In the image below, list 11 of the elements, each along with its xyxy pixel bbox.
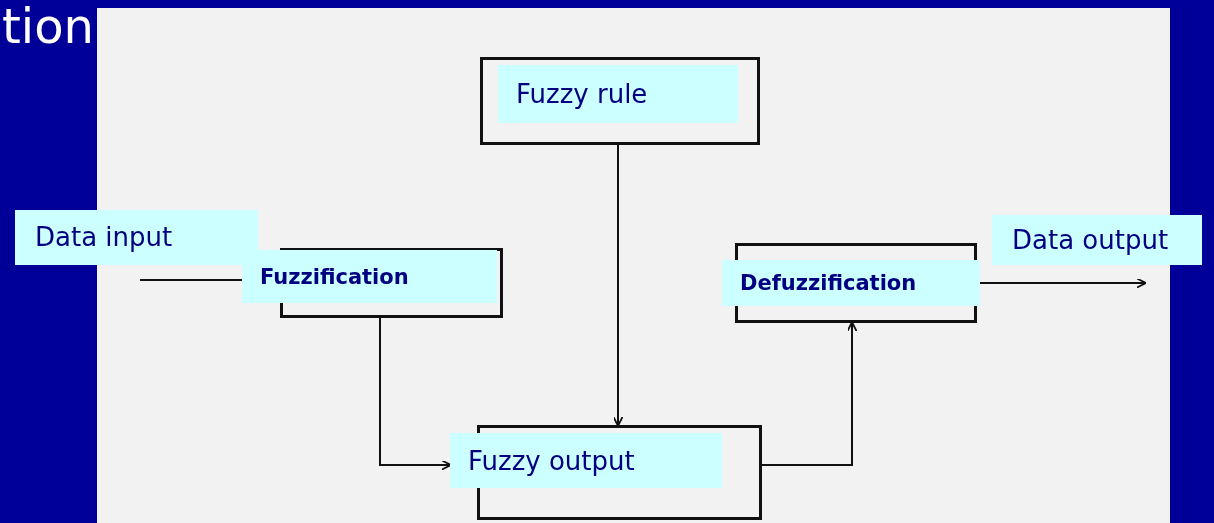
arrow xyxy=(612,144,624,427)
box-label: Fuzzy rule xyxy=(498,65,738,123)
arrow xyxy=(379,317,452,471)
process-box xyxy=(480,57,760,145)
box-label: Fuzzy output xyxy=(450,433,722,488)
box-label: Defuzzification xyxy=(722,260,980,306)
arrow xyxy=(761,321,858,466)
input-label: Data input xyxy=(15,210,258,265)
title-fragment: tion xyxy=(2,2,94,50)
box-label: Fuzzification xyxy=(242,250,497,303)
output-label: Data output xyxy=(992,215,1202,265)
